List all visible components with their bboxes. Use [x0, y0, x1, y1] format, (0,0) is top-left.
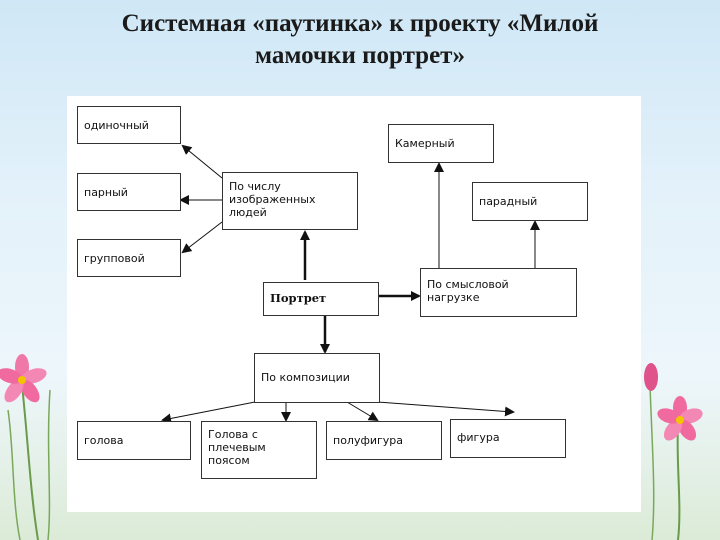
- node-golova-plech-line-2: плечевым: [208, 441, 266, 454]
- node-po-kompozicii-label: По композиции: [261, 371, 350, 384]
- node-odinochny-label: одиночный: [84, 119, 149, 132]
- node-po-chislu-line-2: изображенных: [229, 193, 316, 206]
- arrow-to-odinochny: [181, 144, 223, 179]
- title-line-2: мамочки портрет»: [255, 42, 465, 69]
- node-golova-plech-line-1: Голова с: [208, 428, 258, 441]
- slide-title: Системная «паутинка» к проекту «Милой ма…: [40, 8, 680, 72]
- node-po-smyslovoy-line-1: По смысловой: [427, 278, 509, 291]
- arrow-to-golova: [161, 401, 256, 424]
- arrow-to-figura: [376, 401, 515, 417]
- node-gruppovoy-label: групповой: [84, 252, 145, 265]
- node-golova: голова: [77, 421, 191, 460]
- arrow-to-polufigura: [346, 401, 379, 422]
- arrow-to-gruppovoy: [181, 221, 223, 254]
- node-po-chislu-line-1: По числу: [229, 180, 281, 193]
- node-golova-plech-line-3: поясом: [208, 454, 250, 467]
- node-kamerny: Камерный: [388, 124, 494, 163]
- node-paradny: парадный: [472, 182, 588, 221]
- node-po-chislu-line-3: людей: [229, 206, 267, 219]
- title-line-1: Системная «паутинка» к проекту «Милой: [121, 10, 599, 37]
- node-parny: парный: [77, 173, 181, 211]
- node-figura-label: фигура: [457, 431, 500, 444]
- node-kamerny-label: Камерный: [395, 137, 455, 150]
- node-golova-s-plechevym-poyasom: Голова с плечевым поясом: [201, 421, 317, 479]
- node-portret: Портрет: [263, 282, 379, 316]
- node-polufigura-label: полуфигура: [333, 434, 404, 447]
- node-golova-label: голова: [84, 434, 124, 447]
- node-odinochny: одиночный: [77, 106, 181, 144]
- node-parny-label: парный: [84, 186, 128, 199]
- node-po-smyslovoy-line-2: нагрузке: [427, 291, 480, 304]
- node-po-kompozicii: По композиции: [254, 353, 380, 403]
- node-portret-label: Портрет: [270, 291, 327, 305]
- node-figura: фигура: [450, 419, 566, 458]
- node-po-smyslovoy: По смысловой нагрузке: [420, 268, 577, 317]
- flower-decoration-right: [644, 363, 703, 540]
- node-paradny-label: парадный: [479, 195, 538, 208]
- node-po-chislu: По числу изображенных людей: [222, 172, 358, 230]
- node-gruppovoy: групповой: [77, 239, 181, 277]
- diagram-arrows: [161, 144, 540, 424]
- flower-decoration-left: [0, 354, 51, 540]
- diagram-panel: одиночный парный групповой По числу изоб…: [67, 96, 641, 512]
- node-polufigura: полуфигура: [326, 421, 442, 460]
